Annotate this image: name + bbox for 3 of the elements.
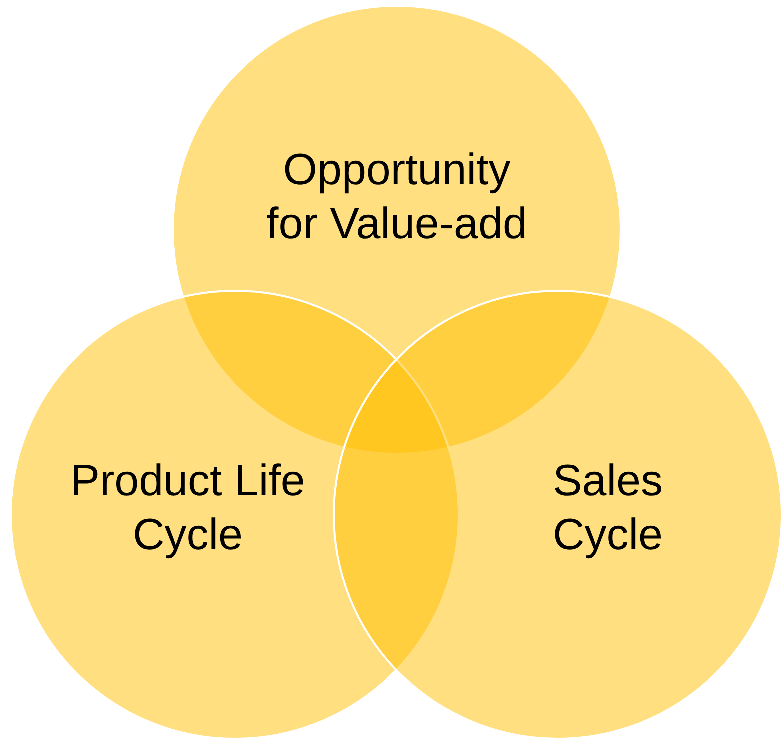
circle-label: Opportunity for Value-add — [266, 144, 528, 250]
circle-label: Sales Cycle — [552, 455, 664, 561]
circle-label: Product Life Cycle — [70, 455, 306, 561]
